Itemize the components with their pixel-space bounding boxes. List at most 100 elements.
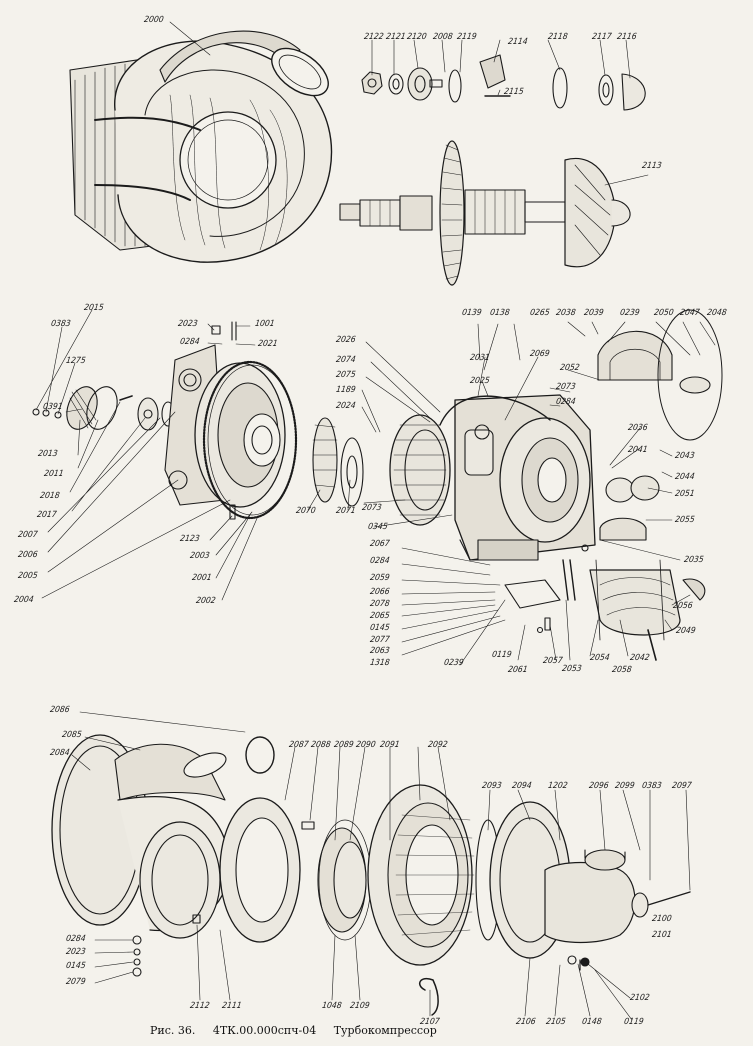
part-label: 2096: [588, 781, 610, 791]
leader-lines: [35, 21, 716, 1021]
part-label: 2074: [335, 355, 357, 365]
part-label: 2056: [672, 601, 694, 611]
part-label: 2112: [189, 1001, 211, 1011]
part-label: 2041: [627, 445, 649, 455]
part-label: 0383: [50, 319, 72, 329]
figure-number: Рис. 36.: [150, 1024, 196, 1037]
part-label: 2078: [369, 599, 391, 609]
part-label: 2036: [627, 423, 649, 433]
part-label: 2092: [427, 740, 449, 750]
rotor-parts-top: [339, 54, 646, 286]
part-label: 2008: [432, 32, 454, 42]
part-label: 0119: [623, 1017, 645, 1027]
part-label: 2057: [542, 656, 564, 666]
part-label: 2044: [674, 472, 696, 482]
part-label: 2048: [706, 308, 728, 318]
part-label: 0145: [65, 961, 87, 971]
part-label: 2002: [195, 596, 217, 606]
part-label: 0119: [491, 650, 513, 660]
part-label: 2050: [653, 308, 675, 318]
part-label: 2047: [679, 308, 701, 318]
part-label: 1318: [369, 658, 391, 668]
part-label: 2025: [469, 376, 491, 386]
part-label: 2118: [547, 32, 569, 42]
part-label: 2094: [511, 781, 533, 791]
part-label: 2073: [361, 503, 383, 513]
part-label: 2091: [379, 740, 401, 750]
part-label: 2003: [189, 551, 211, 561]
part-label: 0139: [461, 308, 483, 318]
part-label: 2111: [221, 1001, 243, 1011]
part-label: 1275: [65, 356, 87, 366]
part-label: 2054: [589, 653, 611, 663]
part-label: 2069: [529, 349, 551, 359]
part-label: 2042: [629, 653, 651, 663]
part-label: 2084: [49, 748, 71, 758]
part-label: 0345: [367, 522, 389, 532]
part-label: 2071: [335, 506, 357, 516]
part-label: 2122: [363, 32, 385, 42]
part-label: 2039: [583, 308, 605, 318]
drawing-code: 4ТК.00.000спч-04: [212, 1024, 317, 1037]
part-label: 2026: [335, 335, 357, 345]
part-label: 1001: [254, 319, 276, 329]
part-label: 2087: [288, 740, 310, 750]
part-label: 2088: [310, 740, 332, 750]
part-label: 2075: [335, 370, 357, 380]
part-label: 2038: [555, 308, 577, 318]
part-label: 2109: [349, 1001, 371, 1011]
part-label: 2004: [13, 595, 35, 605]
part-label: 2077: [369, 635, 391, 645]
volute-casing-2000: [69, 30, 333, 263]
part-label: 2006: [17, 550, 39, 560]
part-label: 2086: [49, 705, 71, 715]
part-label: 2066: [369, 587, 391, 597]
figure-caption: Рис. 36. 4ТК.00.000спч-04 Турбокомпрессо…: [150, 1024, 451, 1037]
part-label: 0239: [443, 658, 465, 668]
part-label: 2089: [333, 740, 355, 750]
part-label: 2017: [36, 510, 58, 520]
compressor-housing-group: [32, 321, 364, 520]
part-label: 2035: [683, 555, 705, 565]
part-label: 2106: [515, 1017, 537, 1027]
part-label: 2023: [65, 947, 87, 957]
figure-title: Турбокомпрессор: [333, 1024, 437, 1037]
part-label: 2024: [335, 401, 357, 411]
part-label: 2113: [641, 161, 663, 171]
part-label: 2049: [675, 626, 697, 636]
part-label: 2023: [177, 319, 199, 329]
part-label: 2100: [651, 914, 673, 924]
part-label: 2015: [83, 303, 105, 313]
part-label: 1202: [547, 781, 569, 791]
part-label: 2005: [17, 571, 39, 581]
part-label: 1189: [335, 385, 357, 395]
part-label: 2070: [295, 506, 317, 516]
part-label: 2115: [503, 87, 525, 97]
part-label: 0284: [555, 397, 577, 407]
part-label: 2052: [559, 363, 581, 373]
bearing-housing-group: [389, 309, 723, 661]
part-label: 2097: [671, 781, 693, 791]
part-label: 2061: [507, 665, 529, 675]
part-label: 2065: [369, 611, 391, 621]
part-label: 0145: [369, 623, 391, 633]
part-label: 0391: [42, 402, 64, 412]
part-label: 2090: [355, 740, 377, 750]
part-label: 2079: [65, 977, 87, 987]
part-label: 2051: [674, 489, 696, 499]
part-label: 2043: [674, 451, 696, 461]
part-label: 2021: [257, 339, 279, 349]
part-label: 2059: [369, 573, 391, 583]
part-label: 2055: [674, 515, 696, 525]
part-label: 2000: [143, 15, 165, 25]
part-label: 2053: [561, 664, 583, 674]
part-label: 2013: [37, 449, 59, 459]
part-label: 2102: [629, 993, 651, 1003]
part-label: 2058: [611, 665, 633, 675]
part-label: 0265: [529, 308, 551, 318]
part-label: 2018: [39, 491, 61, 501]
part-label: 2085: [61, 730, 83, 740]
part-label: 0284: [179, 337, 201, 347]
